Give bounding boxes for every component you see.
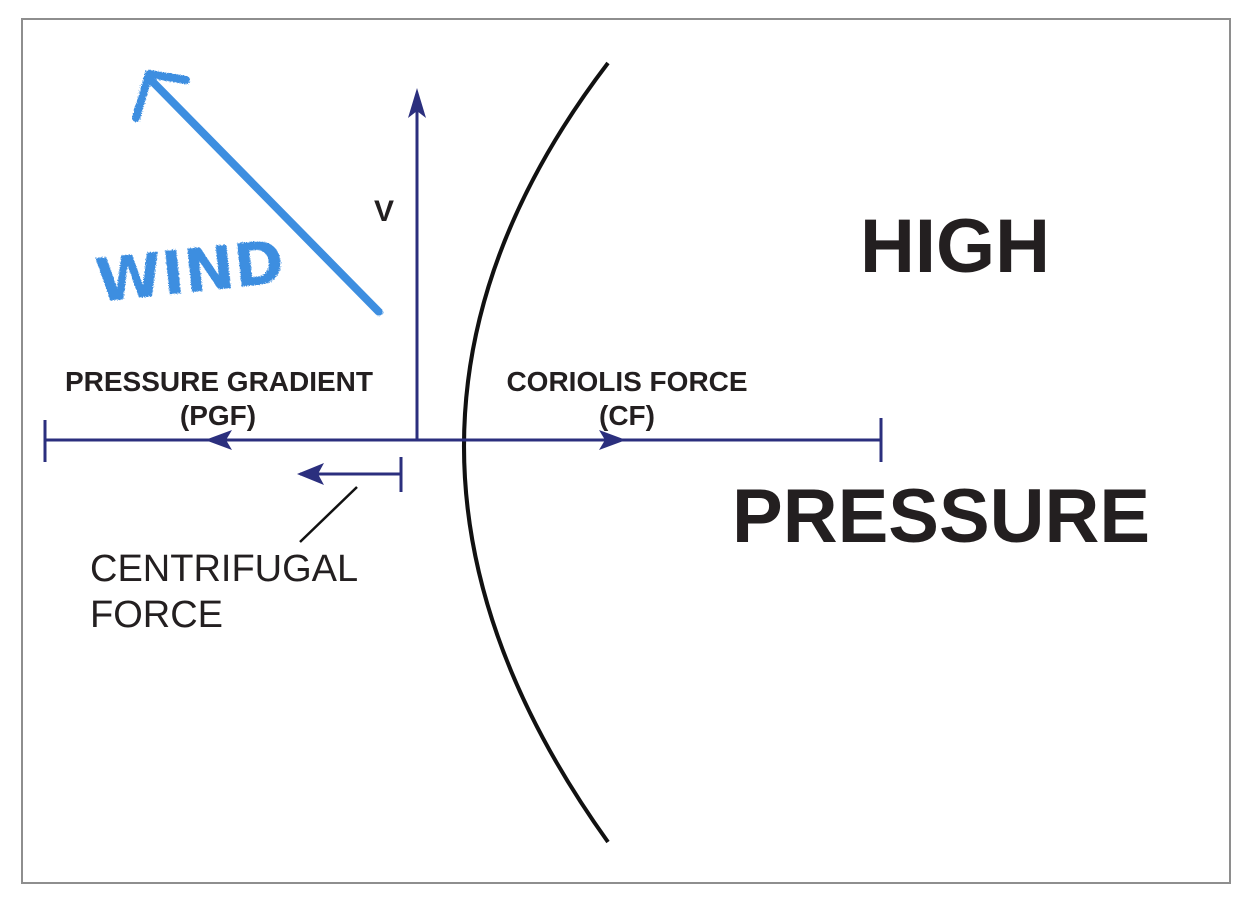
wind-arrow-head [132,70,190,122]
pgf-arrowhead [205,430,232,450]
centrifugal-label-line1: CENTRIFUGAL [90,548,358,590]
centrifugal-arrowhead [297,463,324,485]
pgf-label-line2: (PGF) [180,400,256,431]
wind-annotation: WIND [93,70,383,317]
velocity-label: V [374,195,394,228]
cf-arrowhead [599,430,626,450]
pgf-label-line1: PRESSURE GRADIENT [65,366,373,397]
isobar-curve [462,61,610,844]
wind-arrow-shaft [145,74,383,316]
diagram-frame [21,18,1231,884]
high-label: HIGH [860,204,1050,289]
centrifugal-leader-line [299,486,358,543]
cf-label-line1: CORIOLIS FORCE [506,366,747,397]
wind-label: WIND [93,227,288,316]
pressure-label: PRESSURE [732,474,1150,559]
centrifugal-label-line2: FORCE [90,594,223,636]
velocity-arrowhead [408,88,426,118]
cf-label-line2: (CF) [599,400,655,431]
